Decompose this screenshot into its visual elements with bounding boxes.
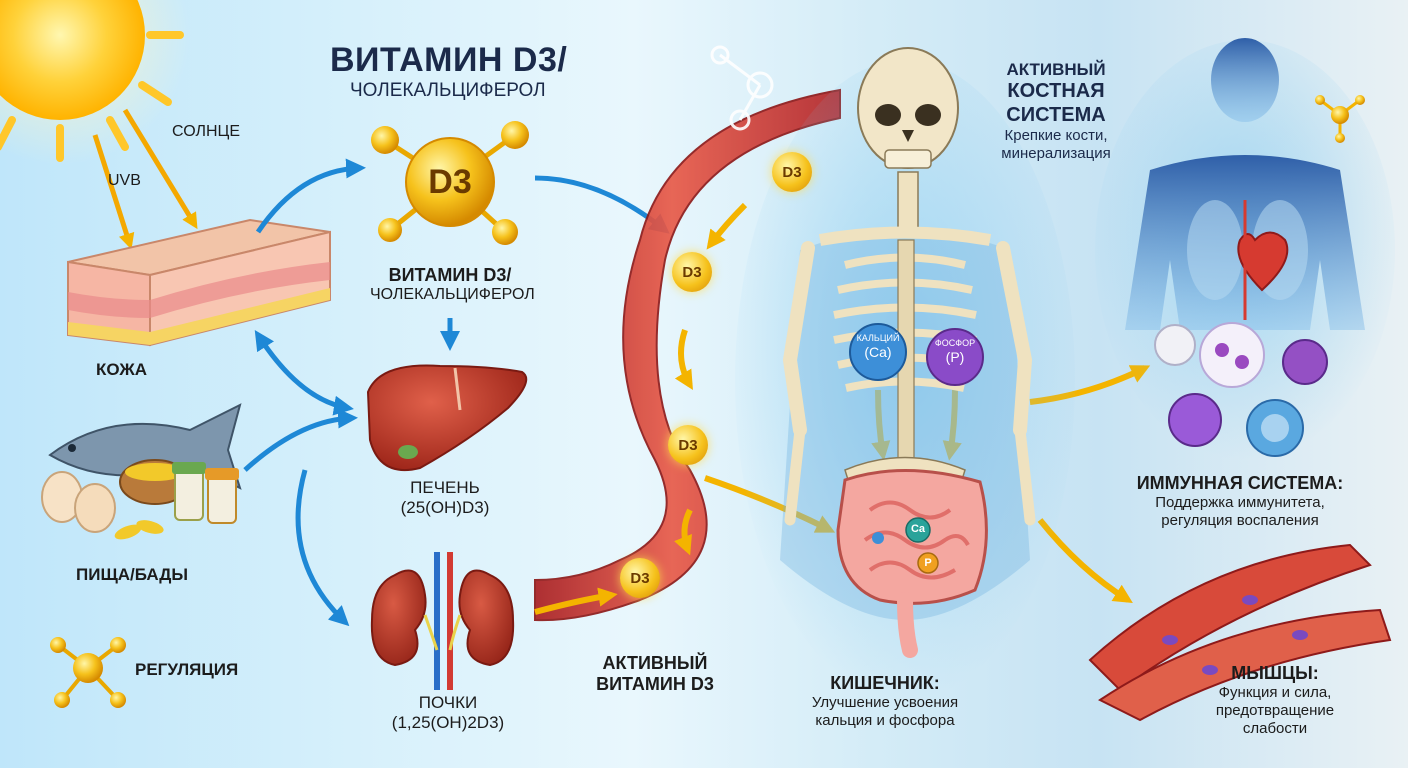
active-line1: АКТИВНЫЙ <box>602 653 708 673</box>
vessel-d3-marker: D3 <box>668 425 708 465</box>
kidney-line2: (1,25(OH)2D3) <box>391 713 505 733</box>
calcium-ball <box>849 323 907 381</box>
title-main: ВИТАМИН D3/ <box>330 41 568 79</box>
bone-label: АКТИВНЫЙ КОСТНАЯ СИСТЕМА Крепкие кости, … <box>990 60 1122 163</box>
intestine-ca-mark: Ca <box>910 523 926 535</box>
uvb-label: UVB <box>108 172 141 189</box>
bone-line1: АКТИВНЫЙ <box>1006 60 1106 79</box>
mid-vitamin-label: ВИТАМИН D3/ ЧОЛЕКАЛЬЦИФЕРОЛ <box>370 265 535 305</box>
vessel-d3-marker: D3 <box>772 152 812 192</box>
vessel-d3-marker: D3 <box>672 252 712 292</box>
bone-line2: КОСТНАЯ <box>1007 80 1105 103</box>
d3-molecule <box>371 121 529 245</box>
intestine-desc2: кальция и фосфора <box>815 711 955 729</box>
liver-line2: (25(OH)D3) <box>400 498 490 518</box>
phosphor-ball <box>926 328 984 386</box>
intestine-p-mark: P <box>924 557 932 569</box>
calcium-symbol: (Ca) <box>864 343 892 360</box>
skin-label: КОЖА <box>96 360 148 379</box>
intestine-label: КИШЕЧНИК: Улучшение усвоения кальция и ф… <box>795 673 975 730</box>
active-vitamin-label: АКТИВНЫЙ ВИТАМИН D3 <box>580 653 730 695</box>
mid-vitamin-line2: ЧОЛЕКАЛЬЦИФЕРОЛ <box>370 286 535 304</box>
sun <box>0 0 190 165</box>
liver-label: ПЕЧЕНЬ (25(OH)D3) <box>380 478 510 518</box>
bone-line3: СИСТЕМА <box>1006 103 1106 126</box>
d3-molecule-label: D3 <box>428 163 472 201</box>
skin-block <box>67 218 331 347</box>
immune-label: ИММУННАЯ СИСТЕМА: Поддержка иммунитета, … <box>1120 473 1360 530</box>
muscle-desc3: слабости <box>1242 719 1308 737</box>
sun-label: СОЛНЦЕ <box>172 123 241 140</box>
bone-desc2: минерализация <box>1001 144 1111 162</box>
muscle-fibers <box>1088 543 1392 722</box>
phosphor-name: ФОСФОР <box>934 338 976 348</box>
phosphor-symbol: (P) <box>945 348 965 365</box>
liver-line1: ПЕЧЕНЬ <box>410 478 480 497</box>
intestine-desc1: Улучшение усвоения <box>811 694 959 712</box>
uvb-rays <box>92 108 198 250</box>
food-label: ПИЩА/БАДЫ <box>76 565 188 584</box>
muscle-title: МЫШЦЫ: <box>1231 663 1319 683</box>
regulation-molecule <box>50 637 126 708</box>
kidney-label: ПОЧКИ (1,25(OH)2D3) <box>378 693 518 733</box>
kidney-line1: ПОЧКИ <box>418 693 478 712</box>
vessel-d3-marker: D3 <box>620 558 660 598</box>
immune-title: ИММУННАЯ СИСТЕМА: <box>1136 473 1344 493</box>
liver <box>366 364 528 472</box>
kidneys <box>370 552 515 690</box>
immune-desc2: регуляция воспаления <box>1161 511 1319 529</box>
title-subtitle: ЧОЛЕКАЛЬЦИФЕРОЛ <box>350 80 546 101</box>
muscle-label: МЫШЦЫ: Функция и сила, предотвращение сл… <box>1195 663 1355 737</box>
food-group <box>41 403 242 540</box>
active-line2: ВИТАМИН D3 <box>596 674 714 695</box>
regulation-label: РЕГУЛЯЦИЯ <box>135 660 239 679</box>
calcium-name: КАЛЬЦИЙ <box>856 333 900 343</box>
decorative-molecule-right <box>1315 95 1365 143</box>
calcium-label: КАЛЬЦИЙ (Ca) <box>848 333 908 360</box>
intestine-title: КИШЕЧНИК: <box>830 673 940 693</box>
muscle-desc2: предотвращение <box>1215 701 1335 719</box>
body-silhouette <box>1095 38 1395 460</box>
immune-desc1: Поддержка иммунитета, <box>1155 494 1325 512</box>
blue-flow-arrows <box>243 158 670 627</box>
phosphor-label: ФОСФОР (P) <box>925 338 985 365</box>
mid-vitamin-line1: ВИТАМИН D3/ <box>388 265 512 285</box>
immune-cells <box>1154 322 1328 457</box>
muscle-desc1: Функция и сила, <box>1218 684 1332 702</box>
intestines <box>836 469 988 658</box>
bone-desc1: Крепкие кости, <box>1004 127 1108 145</box>
decorative-molecule-top <box>710 45 774 131</box>
